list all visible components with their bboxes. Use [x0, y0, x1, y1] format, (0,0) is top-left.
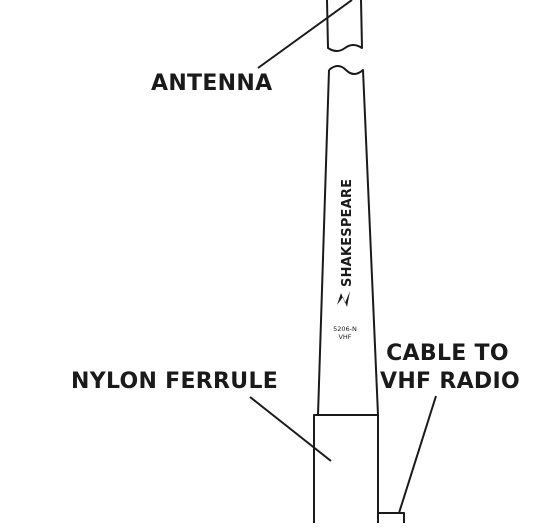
brand-text: SHAKESPEARE: [340, 179, 355, 287]
ferrule-leader-line: [249, 396, 332, 462]
nylon-ferrule: [313, 414, 379, 523]
cable-leader-line: [398, 395, 437, 514]
antenna-whip: [317, 65, 379, 416]
antenna-label: ANTENNA: [151, 71, 273, 96]
antenna-upper-segment: [326, 0, 363, 52]
cable-label-line2: VHF RADIO: [380, 369, 520, 394]
shakespeare-logo: SHAKESPEARE: [337, 179, 355, 307]
cable-label: CABLE TO VHF RADIO: [380, 340, 520, 396]
model-text: 5206-N: [333, 325, 357, 333]
nylon-ferrule-label: NYLON FERRULE: [71, 369, 279, 394]
cable-label-line1: CABLE TO: [386, 341, 509, 366]
cable-stub: [378, 512, 405, 523]
antenna-leader-line: [257, 0, 353, 69]
bolt-logo-icon: [337, 291, 350, 307]
band-text: VHF: [338, 333, 351, 341]
